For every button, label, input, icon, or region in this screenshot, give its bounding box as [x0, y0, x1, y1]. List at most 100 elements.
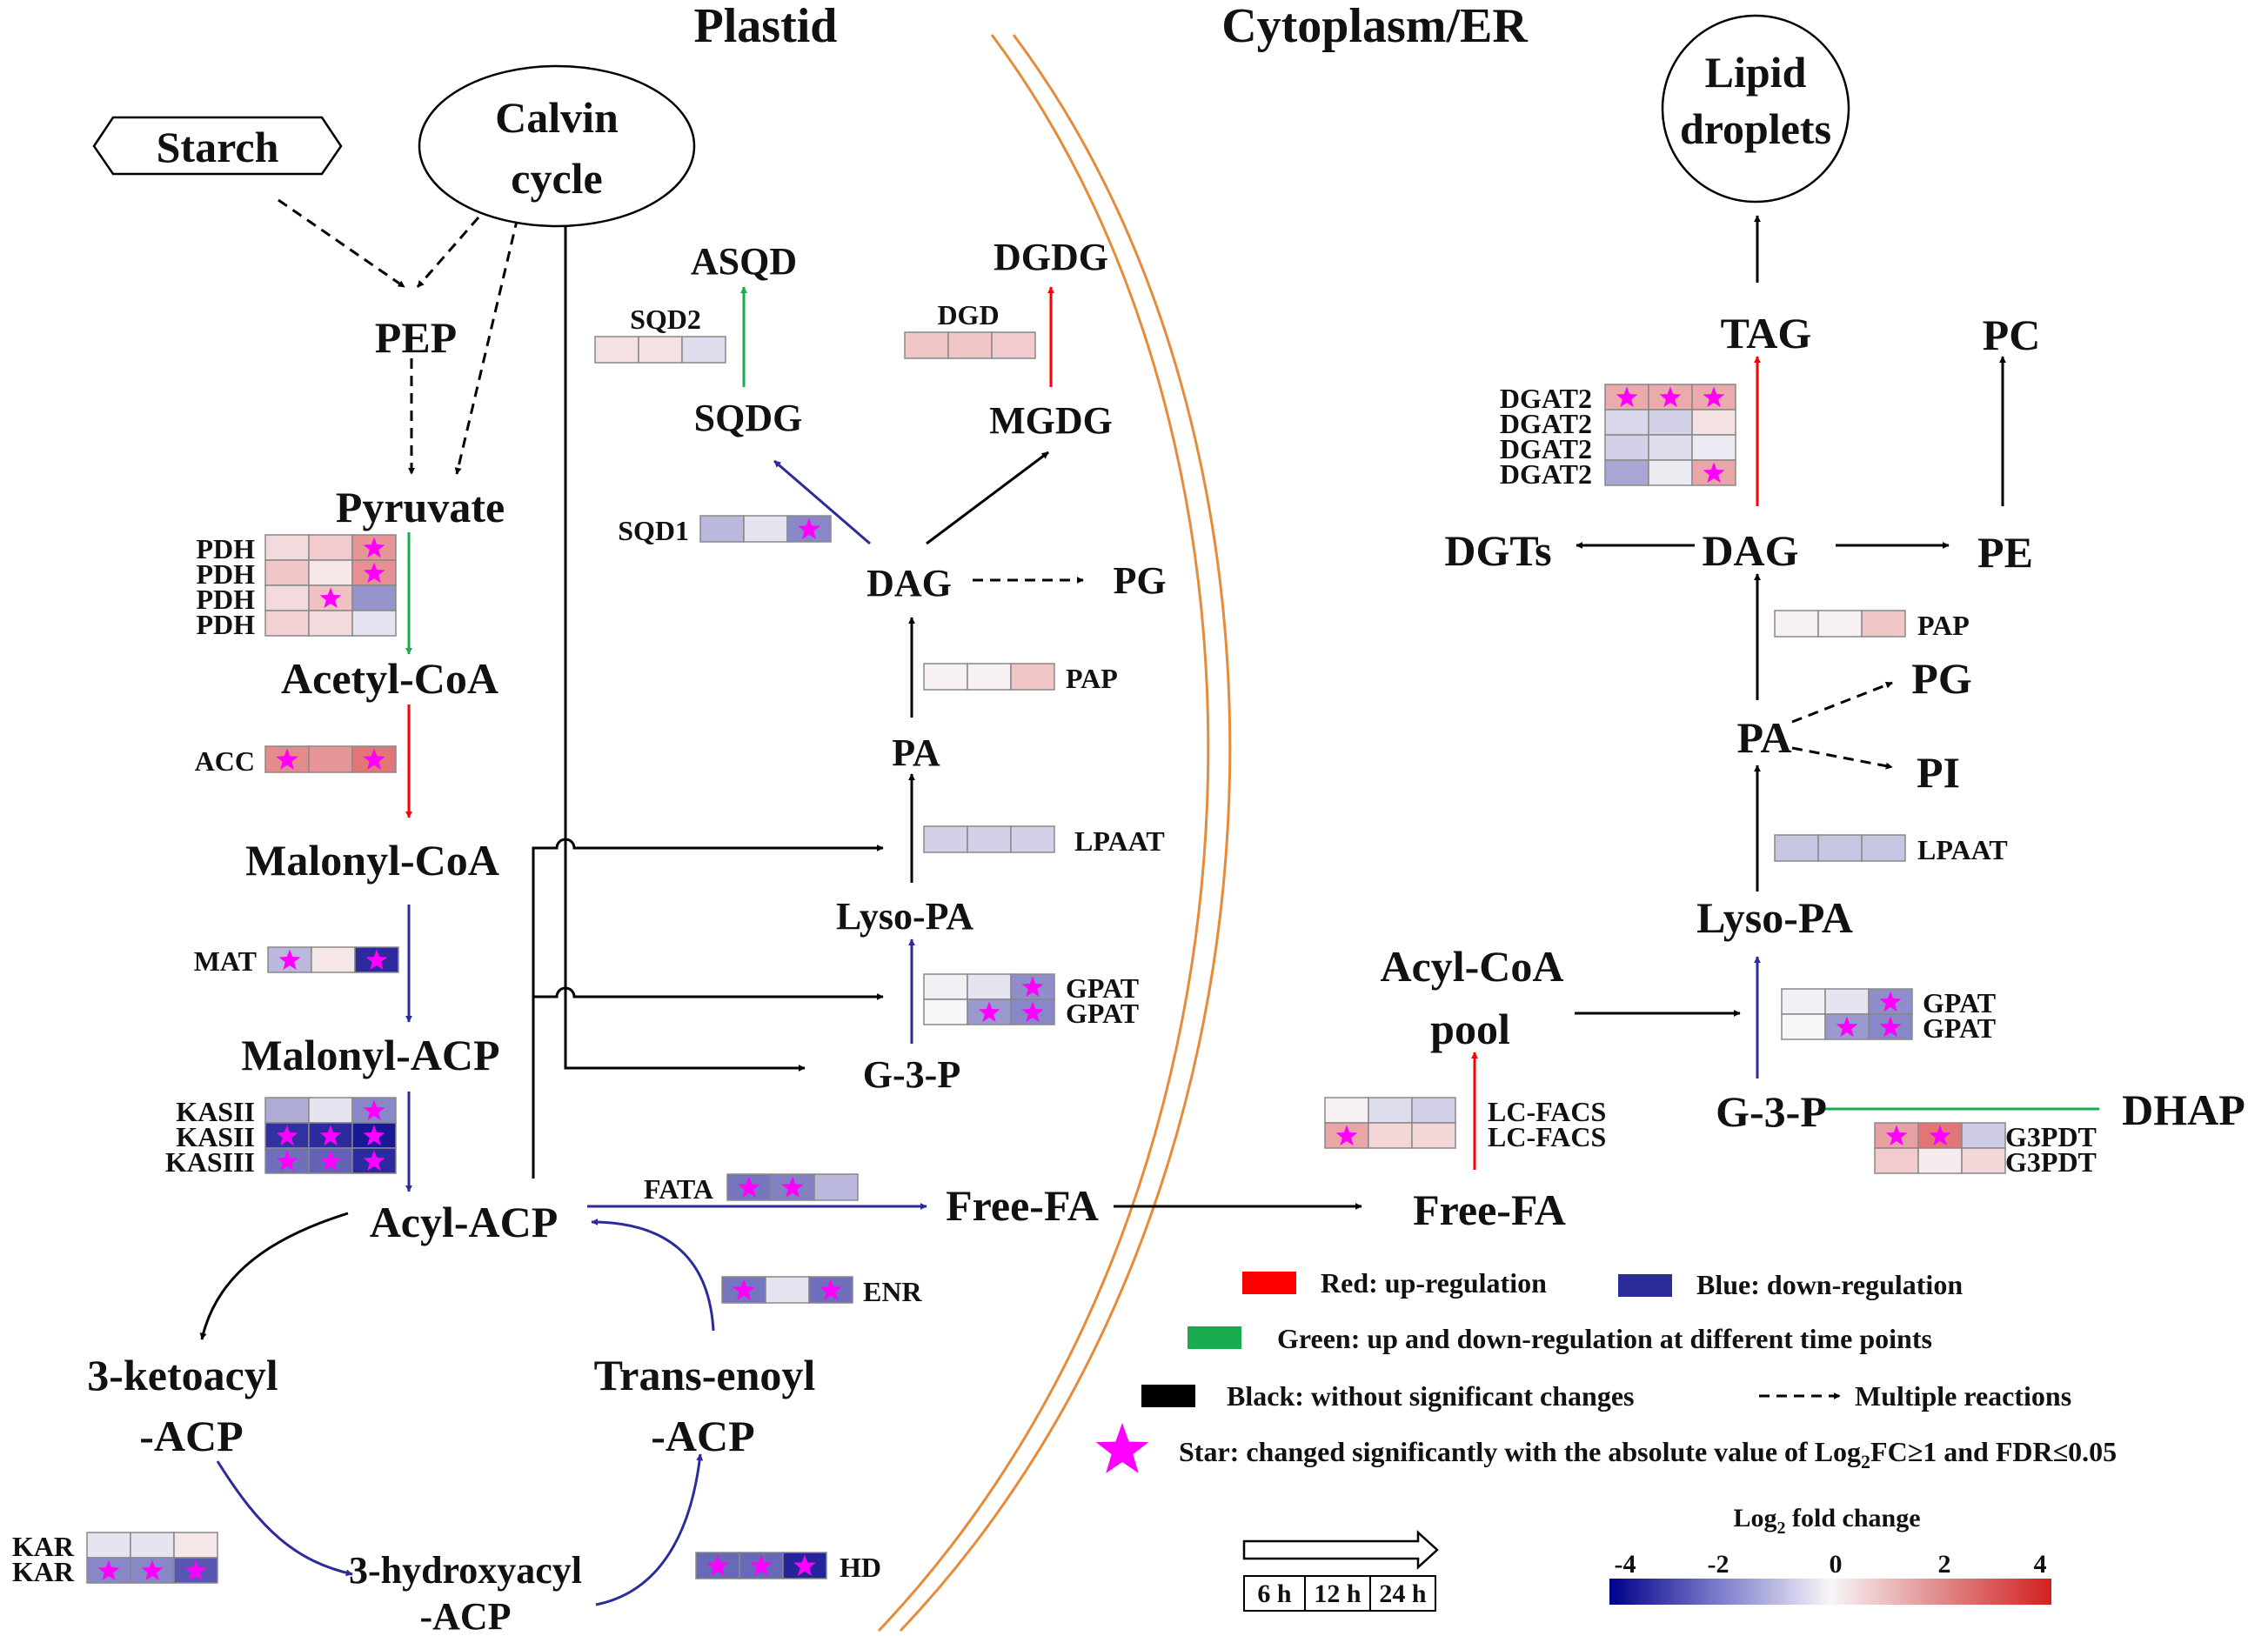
gene-label: MAT: [194, 945, 257, 977]
scale-title-pre: Log: [1733, 1504, 1776, 1532]
heatmap-cell: [1368, 1122, 1413, 1149]
heatmap-cell: [264, 559, 310, 586]
heatmap-cell: [1781, 1013, 1826, 1040]
heatmap-cell: [1691, 409, 1736, 436]
gene-heatmaps: PDHPDHPDHPDHACCMATKASIIKASIIKASIIIFATAEN…: [12, 299, 2097, 1587]
gene-row-lc-facs: LC-FACS: [1324, 1096, 1606, 1127]
gene-row-g3pdt: G3PDT: [1874, 1146, 2097, 1178]
metabolite-dhap: DHAP: [2122, 1085, 2245, 1134]
gene-label: KASIII: [165, 1146, 255, 1178]
heatmap-cell: [264, 610, 310, 637]
heatmap-cell: [1648, 459, 1693, 486]
significance-star-icon: [363, 562, 385, 584]
metabolite-pg-cytoplasm: PG: [1911, 654, 1971, 703]
significance-star-icon: [738, 1176, 760, 1198]
gene-row-gpat: GPAT: [1781, 1012, 1996, 1044]
heatmap-cell: [923, 663, 968, 691]
significance-star-icon: [750, 1554, 773, 1576]
significance-star-icon: [1836, 1016, 1858, 1038]
significance-star-icon: [1929, 1125, 1951, 1146]
heatmap-cell: [1604, 434, 1649, 461]
gene-row-kasii: KASII: [176, 1096, 397, 1127]
heatmap-cell: [1874, 1147, 1919, 1174]
significance-star-icon: [1879, 1016, 1902, 1038]
heatmap-cell: [1817, 610, 1863, 638]
heatmap-cell: [967, 825, 1012, 853]
significance-star-icon: [820, 1279, 842, 1300]
significance-star-icon: [1879, 991, 1902, 1012]
scale-gradient-bar: [1609, 1579, 2051, 1605]
significance-star-icon: [276, 1125, 298, 1146]
metabolite-acyl-coa: Acyl-CoA: [1380, 942, 1563, 991]
gene-label: DGD: [937, 299, 999, 331]
metabolite-3-ketoacyl: 3-ketoacyl: [87, 1351, 278, 1399]
metabolite-acetyl-coa: Acetyl-CoA: [281, 654, 498, 703]
gene-label: PDH: [196, 533, 255, 564]
gene-label: KAR: [12, 1531, 75, 1562]
heatmap-cell: [743, 515, 788, 543]
gene-row-pdh: PDH: [196, 533, 397, 564]
heatmap-cell: [638, 336, 683, 364]
starch-label: Starch: [157, 123, 279, 171]
significance-star-icon: [793, 1554, 816, 1576]
legend-star-label: Star: changed significantly with the abs…: [1179, 1436, 2117, 1472]
heatmap-cell: [1774, 610, 1819, 638]
gene-row-dgd: DGD: [904, 299, 1036, 359]
scale-title: Log2 fold change: [1733, 1504, 1920, 1538]
gene-row-dgat2: DGAT2: [1500, 383, 1736, 414]
significance-star-icon: [363, 1125, 385, 1146]
metabolite-3-hydroxyacyl: 3-hydroxyacyl: [349, 1549, 582, 1592]
metabolite-g-3-p-plastid: G-3-P: [863, 1053, 960, 1096]
legend: Red: up-regulation Blue: down-regulation…: [1095, 1267, 2117, 1612]
gene-label: KAR: [12, 1556, 75, 1587]
legend-black-swatch: [1141, 1385, 1195, 1407]
legend-red-swatch: [1242, 1272, 1296, 1294]
significance-star-icon: [1616, 386, 1638, 408]
significance-star-icon: [276, 1150, 298, 1172]
heatmap-cell: [1604, 459, 1649, 486]
heatmap-cell: [923, 825, 968, 853]
significance-star-icon: [97, 1559, 120, 1581]
significance-star-icon: [363, 1150, 385, 1172]
heatmap-cell: [1817, 834, 1863, 862]
lipid-droplets-circle: [1661, 14, 1850, 204]
heatmap-cell: [695, 1552, 740, 1579]
compartment-cytoplasm: Cytoplasm/ER: [1221, 0, 1528, 53]
heatmap-cell: [264, 1097, 310, 1124]
gene-row-pdh: PDH: [196, 558, 397, 590]
gene-row-pdh: PDH: [196, 609, 397, 640]
gene-row-fata: FATA: [644, 1173, 859, 1205]
gene-label: GPAT: [1066, 998, 1139, 1029]
scale-tick-label: 4: [2034, 1550, 2047, 1579]
significance-star-icon: [978, 1001, 1000, 1023]
gene-label: FATA: [644, 1173, 713, 1205]
metabolite-3-hydroxyacyl-acp: -ACP: [419, 1595, 511, 1636]
gene-label: LPAAT: [1074, 825, 1165, 857]
heatmap-cell: [1961, 1122, 2006, 1149]
significance-star-icon: [319, 1150, 342, 1172]
lipid-label-1: Lipid: [1705, 48, 1807, 97]
heatmap-cell: [1411, 1097, 1456, 1124]
heatmap-cell: [308, 1097, 353, 1124]
metabolite-g-3-p-cytoplasm: G-3-P: [1716, 1087, 1827, 1136]
significance-star-icon: [363, 748, 385, 770]
gene-label: LC-FACS: [1488, 1096, 1606, 1127]
time-point-box: [1243, 1575, 1306, 1612]
gene-row-hd: HD: [695, 1552, 881, 1583]
metabolite-pg-plastid: PG: [1113, 559, 1166, 602]
scale-tick-label: -2: [1708, 1550, 1729, 1579]
gene-label: KASII: [176, 1121, 255, 1152]
heatmap-cell: [1691, 434, 1736, 461]
metabolite-dgts: DGTs: [1444, 526, 1551, 575]
significance-star-icon: [781, 1176, 804, 1198]
heatmap-cell: [1824, 988, 1870, 1015]
metabolite-asqd: ASQD: [691, 240, 797, 283]
legend-multi-label: Multiple reactions: [1855, 1380, 2071, 1412]
metabolite-pa-plastid: PA: [892, 731, 940, 774]
time-point-label: 24 h: [1379, 1579, 1427, 1608]
heatmap-cell: [264, 584, 310, 611]
significance-star-icon: [276, 748, 298, 770]
heatmap-cell: [1774, 834, 1819, 862]
calvin-label-1: Calvin: [495, 93, 619, 142]
metabolite-malonyl-coa: Malonyl-CoA: [245, 836, 499, 885]
